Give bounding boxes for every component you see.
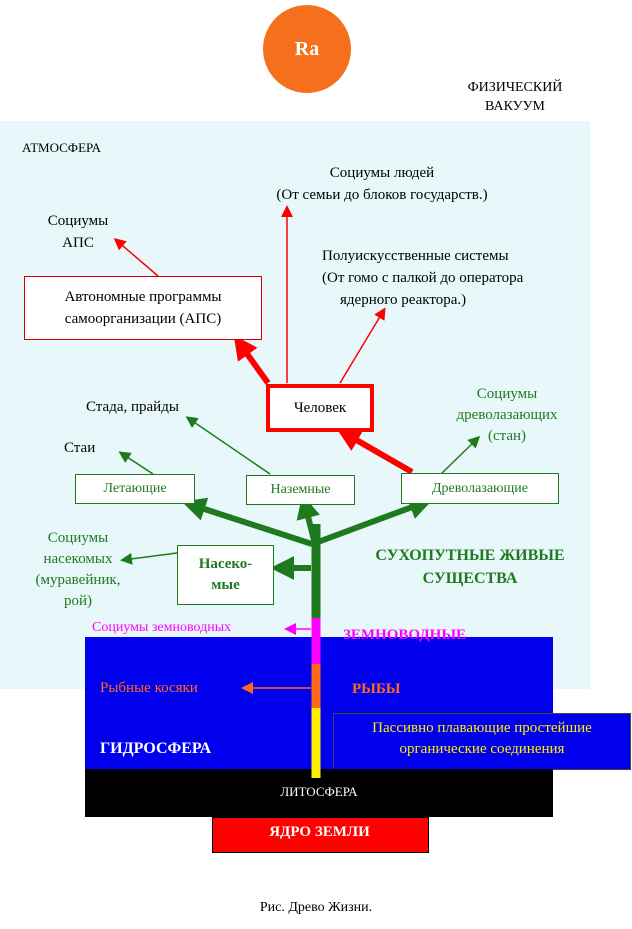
aps-societies-label: Социумы АПС — [28, 210, 128, 254]
land-creatures-line2: СУЩЕСТВА — [422, 570, 518, 587]
flying-label: Летающие — [103, 481, 167, 496]
insect-societies-line3: (муравейник, — [35, 572, 121, 588]
human-box: Человек — [266, 384, 374, 432]
amphibians-label: ЗЕМНОВОДНЫЕ — [343, 627, 467, 643]
plankton-line2: органические соединения — [399, 741, 565, 757]
human-societies-line1: Социумы людей — [329, 165, 435, 181]
earth-core-label: ЯДРО ЗЕМЛИ — [269, 824, 370, 840]
earth-core-region — [212, 817, 429, 853]
lithosphere-label: ЛИТОСФЕРА — [280, 784, 358, 799]
flying-box: Летающие — [75, 474, 195, 504]
semi-artificial-label: Полуискусственные системы (От гомо с пал… — [322, 245, 602, 311]
insects-box: Насеко- мые — [177, 545, 274, 605]
vacuum-line2: ВАКУУМ — [485, 99, 545, 114]
tree-climber-societies-line2: древолазающих — [456, 407, 558, 423]
insect-societies-line4: рой) — [63, 593, 93, 609]
aps-societies-line2: АПС — [62, 235, 94, 251]
sun-label: Ra — [294, 37, 320, 60]
fish-label: РЫБЫ — [352, 681, 401, 697]
flocks-label: Стаи — [64, 440, 96, 456]
insects-line1: Насеко- — [198, 556, 253, 572]
semi-artificial-line2: (От гомо с палкой до оператора — [322, 270, 524, 286]
branch-tree-climbers — [316, 496, 434, 545]
aps-box-line1: Автономные программы — [64, 289, 222, 305]
plankton-line1: Пассивно плавающие простейшие — [372, 720, 592, 736]
atmosphere-label: АТМОСФЕРА — [22, 140, 101, 155]
insect-societies-line2: насекомых — [43, 551, 113, 567]
insects-line2: мые — [211, 577, 240, 593]
tree-climber-societies-line3: (стан) — [487, 428, 527, 444]
semi-artificial-line3: ядерного реактора.) — [340, 292, 467, 308]
branch-flying — [181, 497, 313, 547]
land-creatures-label: СУХОПУТНЫЕ ЖИВЫЕ СУЩЕСТВА — [345, 544, 595, 590]
arrow-herds — [185, 416, 271, 475]
ground-box: Наземные — [246, 475, 355, 505]
arrow-insect-societies — [120, 552, 178, 565]
semi-artificial-line1: Полуискусственные системы — [322, 248, 509, 264]
aps-box: Автономные программы самоорганизации (АП… — [24, 276, 262, 340]
plankton-label: Пассивно плавающие простейшие органическ… — [333, 718, 631, 760]
amphibian-societies-label: Социумы земноводных — [92, 620, 232, 635]
plankton-box — [333, 713, 631, 770]
human-societies-line2: (От семьи до блоков государств.) — [276, 187, 488, 203]
physical-vacuum-label: ФИЗИЧЕСКИЙ ВАКУУМ — [430, 78, 600, 116]
arrow-to-aps — [233, 335, 271, 385]
ground-label: Наземные — [270, 482, 331, 497]
figure-caption: Рис. Древо Жизни. — [259, 900, 373, 915]
aps-box-line2: самоорганизации (АПС) — [64, 311, 222, 327]
branch-ground — [296, 494, 320, 541]
hydrosphere-label: ГИДРОСФЕРА — [100, 740, 212, 757]
human-societies-label: Социумы людей (От семьи до блоков госуда… — [232, 162, 532, 206]
tree-climber-societies-label: Социумы древолазающих (стан) — [432, 384, 582, 447]
insect-societies-label: Социумы насекомых (муравейник, рой) — [18, 528, 138, 612]
arrow-aps-societies — [113, 238, 159, 277]
arrow-semi-artificial — [339, 307, 386, 384]
arrow-flocks — [118, 451, 154, 475]
tree-climbers-box: Древолазающие — [401, 473, 559, 504]
tree-climbers-label: Древолазающие — [432, 480, 528, 496]
herds-label: Стада, прайды — [86, 399, 179, 415]
aps-societies-line1: Социумы — [47, 213, 109, 229]
vacuum-line1: ФИЗИЧЕСКИЙ — [467, 80, 563, 95]
human-label: Человек — [293, 399, 347, 416]
land-creatures-line1: СУХОПУТНЫЕ ЖИВЫЕ — [375, 547, 565, 564]
sun-ra: Ra — [263, 5, 351, 93]
insect-societies-line1: Социумы — [47, 530, 109, 546]
fish-schools-label: Рыбные косяки — [100, 680, 198, 696]
tree-climber-societies-line1: Социумы — [476, 386, 538, 402]
arrow-tree-climber-societies — [440, 435, 481, 475]
arrow-to-human — [336, 428, 414, 475]
